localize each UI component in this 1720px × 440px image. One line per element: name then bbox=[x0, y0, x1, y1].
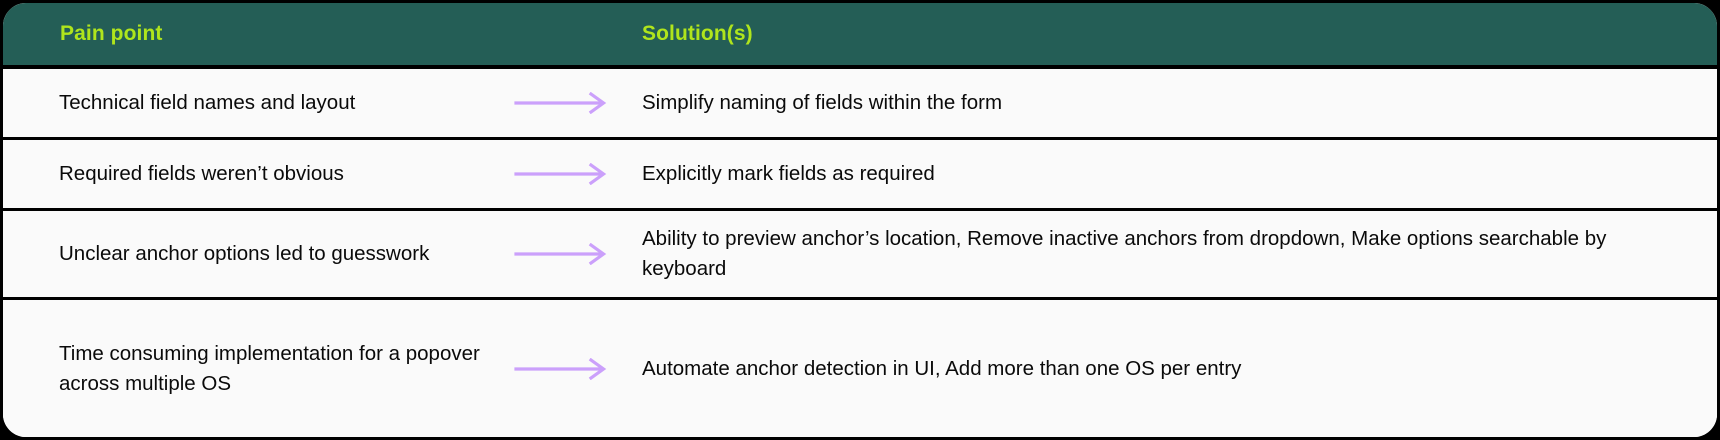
table-row: Time consuming implementation for a popo… bbox=[3, 300, 1717, 437]
solution-cell: Explicitly mark fields as required bbox=[642, 162, 935, 186]
solution-cell: Automate anchor detection in UI, Add mor… bbox=[642, 356, 1242, 380]
pain-point-cell: Required fields weren’t obvious bbox=[59, 162, 344, 186]
table-row: Required fields weren’t obvious Explicit… bbox=[3, 140, 1717, 211]
table-body: Technical field names and layout Simplif… bbox=[3, 69, 1717, 437]
pain-point-cell: Unclear anchor options led to guesswork bbox=[59, 242, 430, 266]
solution-cell: Simplify naming of fields within the for… bbox=[642, 91, 1003, 115]
column-header-solutions: Solution(s) bbox=[642, 22, 753, 45]
table-row: Technical field names and layout Simplif… bbox=[3, 69, 1717, 140]
arrow-cell bbox=[490, 92, 633, 114]
arrow-cell bbox=[490, 163, 633, 185]
pain-point-cell: Time consuming implementation for a popo… bbox=[59, 341, 480, 395]
pain-point-cell: Technical field names and layout bbox=[59, 91, 356, 115]
table-row: Unclear anchor options led to guesswork … bbox=[3, 211, 1717, 300]
table-header-row: Pain point Solution(s) bbox=[3, 3, 1717, 69]
arrow-cell bbox=[490, 243, 633, 265]
arrow-right-icon bbox=[513, 243, 610, 265]
arrow-right-icon bbox=[513, 357, 610, 380]
solution-cell: Ability to preview anchor’s location, Re… bbox=[642, 227, 1607, 280]
arrow-right-icon bbox=[513, 92, 610, 114]
column-header-pain-point: Pain point bbox=[60, 22, 163, 45]
arrow-cell bbox=[490, 357, 633, 380]
arrow-right-icon bbox=[513, 163, 610, 185]
